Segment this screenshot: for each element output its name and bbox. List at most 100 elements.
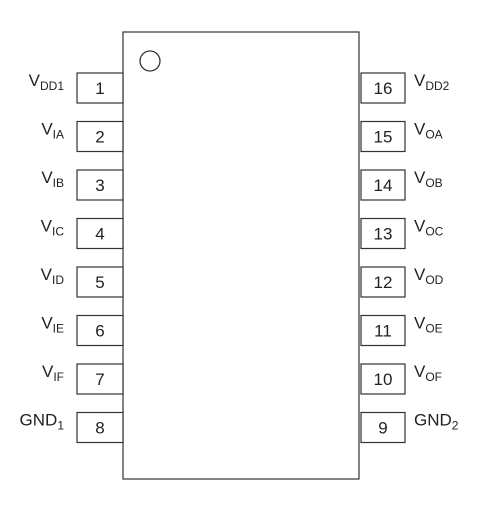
pin-label-main: V [414,71,426,90]
pin-label-main: V [414,362,426,381]
pin-label-main: V [41,265,53,284]
pin-2: 2 VIA [41,120,124,153]
pin-label-sub: ID [52,273,64,287]
pin-label-sub: OF [425,370,442,384]
pin-box [360,169,406,201]
pin-11: 11 VOE [360,314,443,347]
pin-box [360,217,406,250]
pin-box [360,266,406,298]
pin-box [76,411,124,444]
pin-box [360,72,406,104]
pin-box [76,314,124,347]
pin-15: 15 VOA [360,120,443,153]
pin1-marker-icon [139,50,161,72]
pin-label: VIE [41,314,64,336]
pin-box [360,120,406,153]
pin-label-sub: 2 [452,419,459,433]
pin-number: 10 [374,370,393,389]
pin-label-sub: IE [53,322,64,336]
pin-label: VIB [41,168,64,190]
pin-label: VID [41,265,65,287]
pin-label-main: V [41,217,53,236]
pin-number: 2 [95,128,104,147]
pin-box [76,266,124,298]
pin-label-main: V [414,120,426,139]
pin-label-sub: IC [52,225,64,239]
pin-box [76,217,124,250]
pin-label: VDD1 [29,71,65,93]
pin-number: 12 [374,273,393,292]
pin-label-main: GND [20,411,58,430]
pin-label: GND2 [414,411,459,433]
pin-number: 7 [95,370,104,389]
pin-number: 6 [95,322,104,341]
pin-label-sub: DD2 [425,79,449,93]
pin-3: 3 VIB [41,168,124,201]
chip-body [122,31,360,480]
pin-box [360,363,406,395]
pin-5: 5 VID [41,265,124,298]
pin-label: VIF [42,362,64,384]
pin-number: 8 [95,419,104,438]
pin-label-main: V [414,168,426,187]
pin-label: VIC [41,217,65,239]
pin-label: VOA [414,120,443,142]
pin-6: 6 VIE [41,314,124,347]
pin-label-main: V [41,314,53,333]
pin-number: 15 [374,128,393,147]
pin-number: 16 [374,79,393,98]
pin-label: GND1 [20,411,65,433]
pin-label-main: V [414,265,426,284]
pin-8: 8 GND1 [20,411,124,444]
pin-label-sub: OC [425,225,443,239]
pin-10: 10 VOF [360,362,442,395]
pin-7: 7 VIF [42,362,124,395]
pin-label-sub: DD1 [40,79,64,93]
pin-label-sub: OD [425,273,443,287]
pin-box [76,120,124,153]
pin-label-sub: OE [425,322,442,336]
pin-box [360,314,406,347]
pin-number: 4 [95,225,104,244]
pin-label-main: V [42,362,54,381]
pin-9: 9 GND2 [360,411,459,444]
pin-label: VOE [414,314,443,336]
pin-label-main: GND [414,411,452,430]
pin-label-main: V [29,71,41,90]
pin-number: 13 [374,225,393,244]
pin-label: VIA [41,120,64,142]
pin-label-sub: IA [53,128,64,142]
pin-4: 4 VIC [41,217,124,250]
pin-number: 9 [378,419,387,438]
pin-label-main: V [414,314,426,333]
pin-label: VDD2 [414,71,450,93]
pin-12: 12 VOD [360,265,444,298]
pin-box [76,363,124,395]
pin-label: VOF [414,362,442,384]
pin-box [76,169,124,201]
pin-label-main: V [41,120,53,139]
pin-label-sub: IF [53,370,64,384]
pin-label: VOC [414,217,444,239]
pin-box [360,411,406,444]
pin-14: 14 VOB [360,168,443,201]
pin-number: 3 [95,176,104,195]
pin-box [76,72,124,104]
pin-number: 14 [374,176,393,195]
pin-1: 1 VDD1 [29,71,124,104]
pin-label: VOD [414,265,444,287]
pin-number: 11 [374,322,392,341]
pin-label-sub: OA [425,128,442,142]
pin-label: VOB [414,168,443,190]
pin-number: 1 [95,79,104,98]
pin-label-main: V [41,168,53,187]
pin-13: 13 VOC [360,217,444,250]
pin-label-main: V [414,217,426,236]
pin-label-sub: OB [425,176,442,190]
pin-16: 16 VDD2 [360,71,450,104]
pin-label-sub: IB [53,176,64,190]
pin-number: 5 [95,273,104,292]
